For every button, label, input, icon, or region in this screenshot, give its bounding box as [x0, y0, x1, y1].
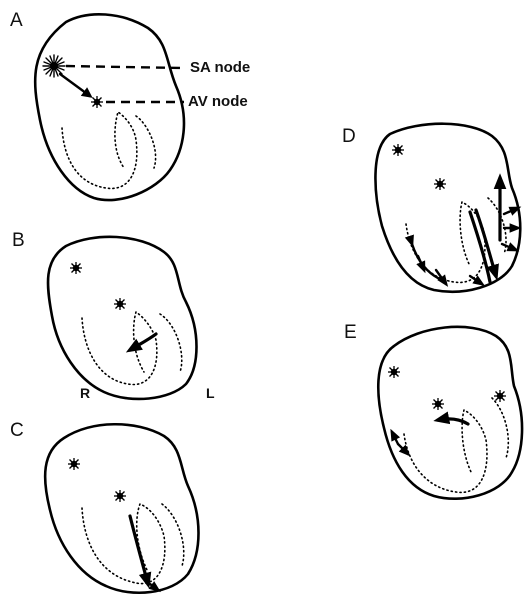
sa-node-icon-e [388, 366, 400, 378]
sa-node-icon-d [392, 144, 404, 156]
av-node-icon-b [114, 298, 126, 310]
basal-node-icon-e [494, 390, 506, 402]
right-base-arrow [392, 432, 398, 444]
right-base-arrow-2 [398, 444, 408, 454]
panel-e: E [344, 322, 522, 499]
panel-letter-c: C [10, 420, 24, 441]
sa-node-leader-line [66, 66, 184, 68]
heart-outline-a [35, 14, 184, 200]
av-node-icon-e [432, 398, 444, 410]
sa-node-icon-b [70, 262, 82, 274]
sa-node-icon [43, 55, 65, 77]
heart-outline-e [378, 327, 522, 499]
panel-letter-e: E [344, 322, 357, 343]
panel-letter-a: A [10, 10, 23, 31]
panel-c: C [10, 420, 199, 593]
ventricle-outline-c [82, 504, 184, 584]
sa-node-icon-c [68, 458, 80, 470]
basal-septum-arrow [438, 419, 468, 424]
right-wall-arrow [412, 244, 442, 280]
left-side-label: L [206, 385, 215, 401]
outward-arrow-6 [418, 256, 424, 270]
heart-outline-b [48, 237, 197, 399]
heart-outline-c [45, 424, 198, 593]
outward-arrow-1 [504, 208, 518, 214]
ventricle-outline-d [406, 198, 506, 282]
av-node-icon-d [434, 178, 446, 190]
apical-depolarization-arrow [130, 516, 148, 584]
panel-letter-d: D [342, 126, 356, 147]
outward-arrow-3 [502, 244, 516, 250]
ventricle-outline-e [404, 398, 508, 492]
panel-b: B R L [12, 230, 215, 401]
panel-d: D [342, 124, 520, 292]
panel-letter-b: B [12, 230, 25, 251]
av-node-label: AV node [188, 93, 248, 110]
av-node-icon-c [114, 490, 126, 502]
outward-arrow-4 [470, 276, 482, 284]
apex-small-arrow [150, 584, 158, 590]
septal-depolarization-arrow [130, 334, 156, 350]
panel-a: A SA node AV node [10, 10, 250, 200]
sa-to-av-arrow [60, 74, 90, 96]
sa-node-label: SA node [190, 59, 250, 76]
ventricle-outline-a [62, 112, 156, 188]
av-node-icon [91, 96, 103, 108]
right-side-label: R [80, 385, 90, 401]
